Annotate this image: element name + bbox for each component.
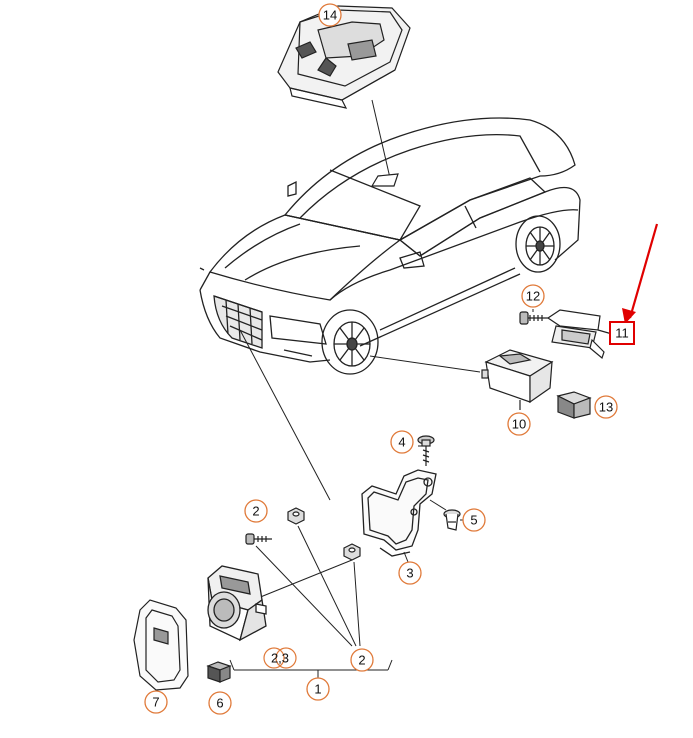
callout-label: 2	[358, 653, 365, 668]
callout-2-3: 2,3	[263, 647, 297, 669]
callout-6: 6	[208, 691, 232, 715]
callout-label: 11	[615, 326, 629, 341]
part-3-bracket	[361, 469, 437, 557]
part-10-control-unit	[481, 349, 554, 410]
callout-7: 7	[144, 690, 168, 714]
callout-label: 14	[323, 8, 337, 23]
leader-to-bracket	[239, 329, 331, 501]
callout-12: 12	[521, 284, 545, 308]
callout-label: 13	[599, 400, 613, 415]
part-2-nut-upper	[287, 507, 305, 525]
callout-5: 5	[462, 508, 486, 532]
callout-label: 5	[470, 513, 477, 528]
leader-14	[371, 99, 391, 179]
callout-2: 2	[350, 648, 374, 672]
leader-to-10	[369, 355, 481, 373]
callout-11: 11	[609, 321, 635, 345]
callout-label: 3	[406, 566, 413, 581]
callout-label: 6	[216, 696, 223, 711]
part-13-relay	[556, 391, 592, 419]
part-11-sensor	[546, 309, 613, 360]
part-6-connector	[206, 661, 232, 683]
part-2-nut-lower	[343, 543, 361, 561]
callout-14: 14	[318, 3, 342, 27]
part-2-bolt	[245, 533, 272, 545]
callout-label: 7	[152, 695, 159, 710]
part-7-trim	[133, 599, 189, 691]
part-12-screw	[519, 311, 548, 325]
callout-label: 2	[252, 504, 259, 519]
callout-2: 2	[244, 499, 268, 523]
callout-1: 1	[306, 677, 330, 701]
callout-13: 13	[594, 395, 618, 419]
callout-label: 1	[314, 682, 321, 697]
callout-layer: 14 12 11 10 13 4 5 3 2 2 2,3 1 7 6	[144, 3, 635, 715]
callout-label: 10	[512, 417, 526, 432]
rear-wheel	[515, 215, 561, 273]
callout-4: 4	[390, 430, 414, 454]
callout-label: 2,3	[271, 651, 289, 666]
highlight-arrow	[622, 223, 659, 324]
roof-sensor-marker	[370, 173, 399, 187]
car-body	[199, 117, 581, 363]
callout-3: 3	[398, 561, 422, 585]
part-5-clip	[443, 509, 461, 531]
part-4-screw	[417, 435, 435, 466]
part-1-horn-module	[207, 565, 267, 642]
front-wheel	[321, 309, 379, 375]
callout-label: 12	[526, 289, 540, 304]
callout-10: 10	[507, 412, 531, 436]
callout-label: 4	[398, 435, 405, 450]
part-14-roof-console	[277, 5, 411, 109]
